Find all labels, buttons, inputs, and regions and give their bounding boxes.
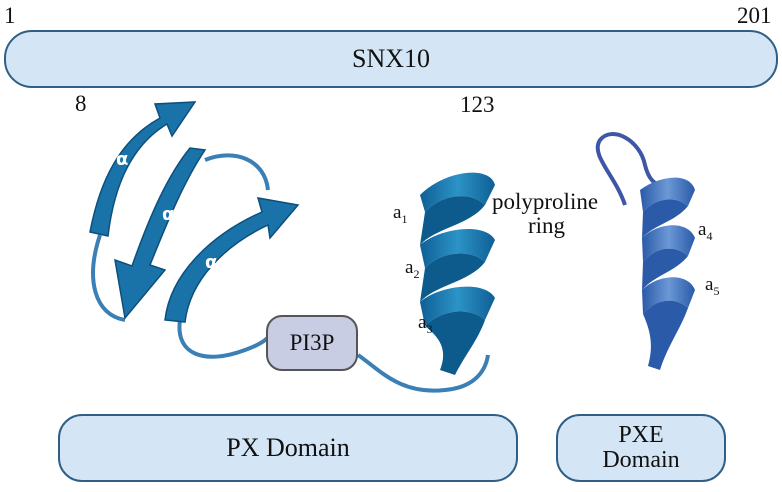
helix-label-a4: a4 [698,219,713,243]
strand-1-alpha: α [116,149,128,170]
position-end-label: 201 [737,3,772,28]
helix-label-a2: a2 [405,257,420,281]
helix-label-a5: a5 [705,274,720,298]
loop-strand3-ligand [177,319,272,359]
px-domain-label: PX Domain [226,433,350,462]
polyproline-label-line1: polyproline [492,189,599,214]
px-end-label: 123 [460,92,495,117]
loop-strand1-strand2 [91,234,126,322]
helix-label-a1: a1 [393,202,408,226]
strand-2-alpha: α [162,204,174,225]
px-helix [420,172,495,375]
px-domain-box: PX Domain [58,414,518,482]
pi3p-label: PI3P [289,330,335,355]
strand-3 [164,197,300,323]
loop-ligand-helix [356,353,490,393]
strand-3-alpha: α [205,252,217,273]
px-start-label: 8 [75,91,87,116]
snx10-label: SNX10 [351,44,430,73]
pi3p-ligand: PI3P [266,315,358,371]
loop-strand2-strand3 [204,153,270,191]
strand-2 [114,147,207,320]
strand-1 [89,101,197,237]
pxe-domain-label-line2: Domain [602,447,680,473]
pxe-helix [640,177,695,370]
snx10-bar: SNX10 [4,30,778,88]
position-start-label: 1 [4,3,16,28]
pxe-domain-box: PXE Domain [556,414,726,482]
pxe-domain-label-line1: PXE [618,421,664,448]
helix-label-a3: a3 [418,312,433,336]
polyproline-label-line2: ring [528,213,566,238]
